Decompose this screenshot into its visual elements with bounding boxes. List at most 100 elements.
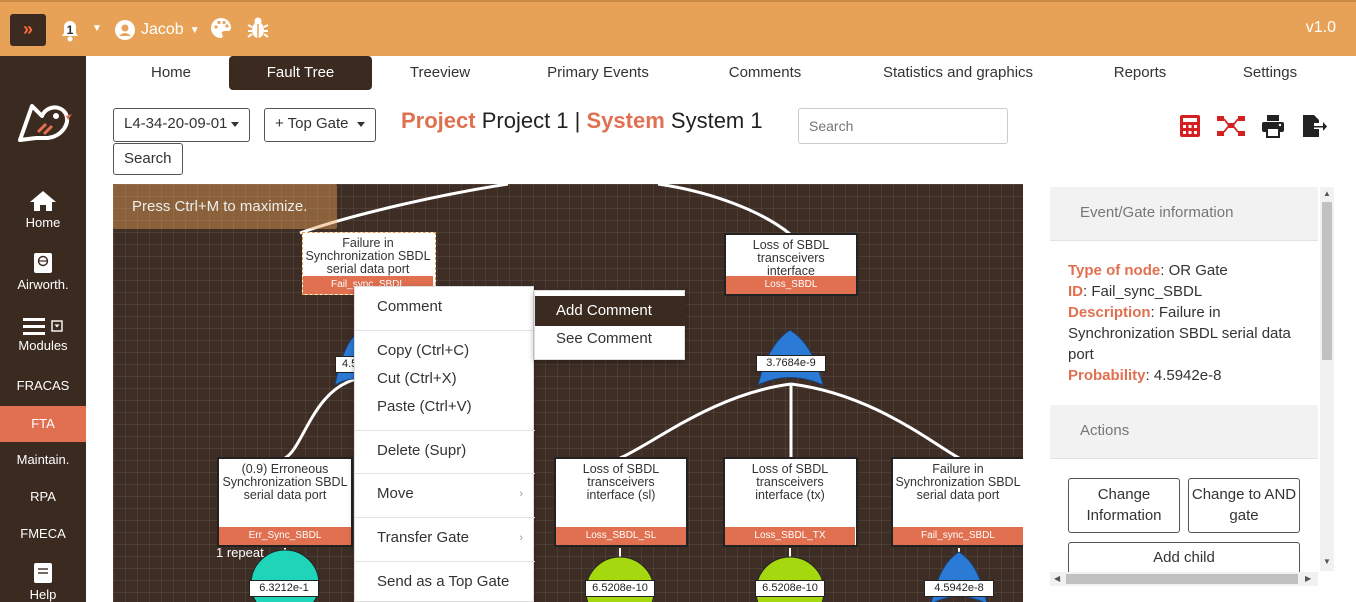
info-value: : 4.5942e-8 [1145, 367, 1222, 384]
node-description: Loss of SBDL transceivers interface (tx) [751, 463, 829, 502]
user-icon [115, 20, 135, 40]
menu-divider [355, 330, 535, 331]
sidebar-item-help[interactable]: Help [0, 562, 86, 602]
menu-item-paste[interactable]: Paste (Ctrl+V) [377, 398, 472, 415]
sidebar-item-home[interactable]: Home [0, 190, 86, 236]
tab-statistics[interactable]: Statistics and graphics [882, 64, 1034, 81]
menu-item-see-comment[interactable]: See Comment [556, 330, 652, 347]
info-value: : OR Gate [1160, 262, 1228, 279]
comment-submenu: Add Comment See Comment [534, 290, 686, 360]
menu-divider [355, 561, 535, 562]
top-bar: » 1 ▼ Jacob ▼ v1.0 [0, 0, 1356, 56]
node-description: Loss of SBDL transceivers interface (sl) [582, 463, 660, 502]
system-name: System 1 [670, 108, 763, 133]
tab-primary-events[interactable]: Primary Events [547, 64, 649, 81]
info-value: : Fail_sync_SBDL [1083, 283, 1203, 300]
sidebar-item-airworth[interactable]: Airworth. [0, 252, 86, 298]
calculator-button[interactable] [1179, 114, 1201, 143]
print-button[interactable] [1261, 114, 1285, 143]
menu-item-delete[interactable]: Delete (Supr) [377, 442, 467, 459]
app-logo [12, 92, 72, 157]
change-information-button[interactable]: Change Information [1068, 478, 1180, 533]
info-type: Type of node: OR Gate [1068, 260, 1308, 281]
scroll-down-arrow-icon[interactable]: ▼ [1323, 557, 1331, 566]
chevron-down-icon[interactable]: ▼ [92, 23, 102, 34]
chevron-down-icon [356, 121, 365, 127]
node-description: Failure in Synchronization SBDL serial d… [895, 463, 1021, 502]
nav-tabs: Home Fault Tree Treeview Primary Events … [86, 56, 1356, 92]
search-button[interactable]: Search [113, 143, 183, 175]
menu-item-move[interactable]: Move› [355, 485, 535, 502]
sidebar-item-label: Maintain. [16, 452, 70, 467]
scrollbar-thumb[interactable] [1322, 202, 1332, 360]
sidebar-item-label: Modules [18, 338, 68, 353]
sidebar-item-label: Home [25, 215, 61, 230]
tree-node[interactable]: Loss of SBDL transceivers interface Loss… [724, 233, 858, 296]
tree-select-dropdown[interactable]: L4-34-20-09-01 [113, 108, 251, 142]
sidebar-item-maintain[interactable]: Maintain. [0, 452, 86, 472]
notification-count: 1 [66, 23, 74, 37]
info-panel: Event/Gate information Type of node: OR … [1050, 187, 1318, 587]
chevron-right-icon: › [519, 532, 523, 544]
top-gate-label: + Top Gate [275, 115, 349, 132]
scroll-up-arrow-icon[interactable]: ▲ [1323, 189, 1331, 198]
tree-node[interactable]: Loss of SBDL transceivers interface (sl)… [554, 457, 688, 547]
scrollbar-thumb[interactable] [1066, 574, 1298, 584]
menu-item-label: Transfer Gate [377, 529, 469, 546]
menu-item-send-top-gate[interactable]: Send as a Top Gate [377, 573, 510, 590]
theme-button[interactable] [209, 16, 233, 45]
report-bug-button[interactable] [246, 15, 270, 46]
user-menu[interactable]: Jacob ▼ [115, 16, 200, 44]
node-description: Loss of SBDL transceivers interface [752, 239, 830, 278]
tree-structure-icon [1217, 116, 1245, 136]
menu-item-transfer-gate[interactable]: Transfer Gate › [355, 529, 535, 546]
tab-fault-tree[interactable]: Fault Tree [229, 56, 372, 90]
fault-tree-canvas[interactable]: Press Ctrl+M to maximize. Failure in Syn… [113, 184, 1023, 602]
tab-treeview[interactable]: Treeview [409, 64, 471, 81]
tree-node[interactable]: (0.9) Erroneous Synchronization SBDL ser… [217, 457, 353, 547]
menu-item-cut[interactable]: Cut (Ctrl+X) [377, 370, 457, 387]
tab-settings[interactable]: Settings [1242, 64, 1298, 81]
menu-item-add-comment[interactable]: Add Comment [535, 296, 686, 326]
actions-header: Actions [1050, 405, 1318, 459]
tab-reports[interactable]: Reports [1113, 64, 1167, 81]
chevron-down-icon [231, 121, 240, 127]
tab-comments[interactable]: Comments [728, 64, 802, 81]
sidebar-item-fta[interactable]: FTA [0, 406, 86, 442]
search-input[interactable] [798, 108, 1008, 144]
change-to-and-gate-button[interactable]: Change to AND gate [1188, 478, 1300, 533]
scroll-right-arrow-icon[interactable]: ▶ [1305, 574, 1312, 583]
maximize-hint: Press Ctrl+M to maximize. [113, 184, 337, 229]
sidebar-item-fmeca[interactable]: FMECA [0, 526, 86, 546]
dropdown-square-icon [51, 320, 63, 332]
tree-node[interactable]: Loss of SBDL transceivers interface (tx)… [723, 457, 858, 547]
node-id: Fail_sync_SBDL [893, 527, 1023, 545]
sidebar-item-label: Airworth. [17, 277, 69, 292]
info-label: Type of node [1068, 262, 1161, 279]
top-gate-dropdown[interactable]: + Top Gate [264, 108, 376, 142]
add-child-button[interactable]: Add child [1068, 542, 1300, 574]
tree-node[interactable]: Failure in Synchronization SBDL serial d… [891, 457, 1023, 547]
node-description: Failure in Synchronization SBDL serial d… [305, 237, 431, 276]
menu-item-comment[interactable]: Comment [377, 298, 443, 315]
notifications-button[interactable]: 1 [56, 16, 84, 44]
tab-home[interactable]: Home [150, 64, 191, 81]
repeat-label: 1 repeat [216, 545, 264, 560]
app-version: v1.0 [1305, 19, 1336, 36]
menu-item-copy[interactable]: Copy (Ctrl+C) [377, 342, 470, 359]
probability-label: 4.5942e-8 [924, 580, 994, 597]
expand-sidebar-button[interactable]: » [10, 14, 46, 46]
event-gate-info-header: Event/Gate information [1050, 187, 1318, 241]
palette-icon [211, 18, 231, 38]
bird-logo-icon [18, 104, 72, 142]
tree-layout-button[interactable] [1216, 114, 1246, 143]
export-button[interactable] [1301, 114, 1327, 143]
sidebar-item-rpa[interactable]: RPA [0, 489, 86, 509]
sidebar-item-fracas[interactable]: FRACAS [0, 378, 86, 398]
scroll-left-arrow-icon[interactable]: ◀ [1054, 574, 1061, 583]
sidebar-item-modules[interactable]: Modules [0, 317, 86, 363]
chevron-right-icon: › [519, 488, 523, 500]
sidebar-item-label: FMECA [20, 526, 66, 541]
calculator-icon [1180, 115, 1200, 137]
node-id: Err_Sync_SBDL [219, 527, 351, 545]
